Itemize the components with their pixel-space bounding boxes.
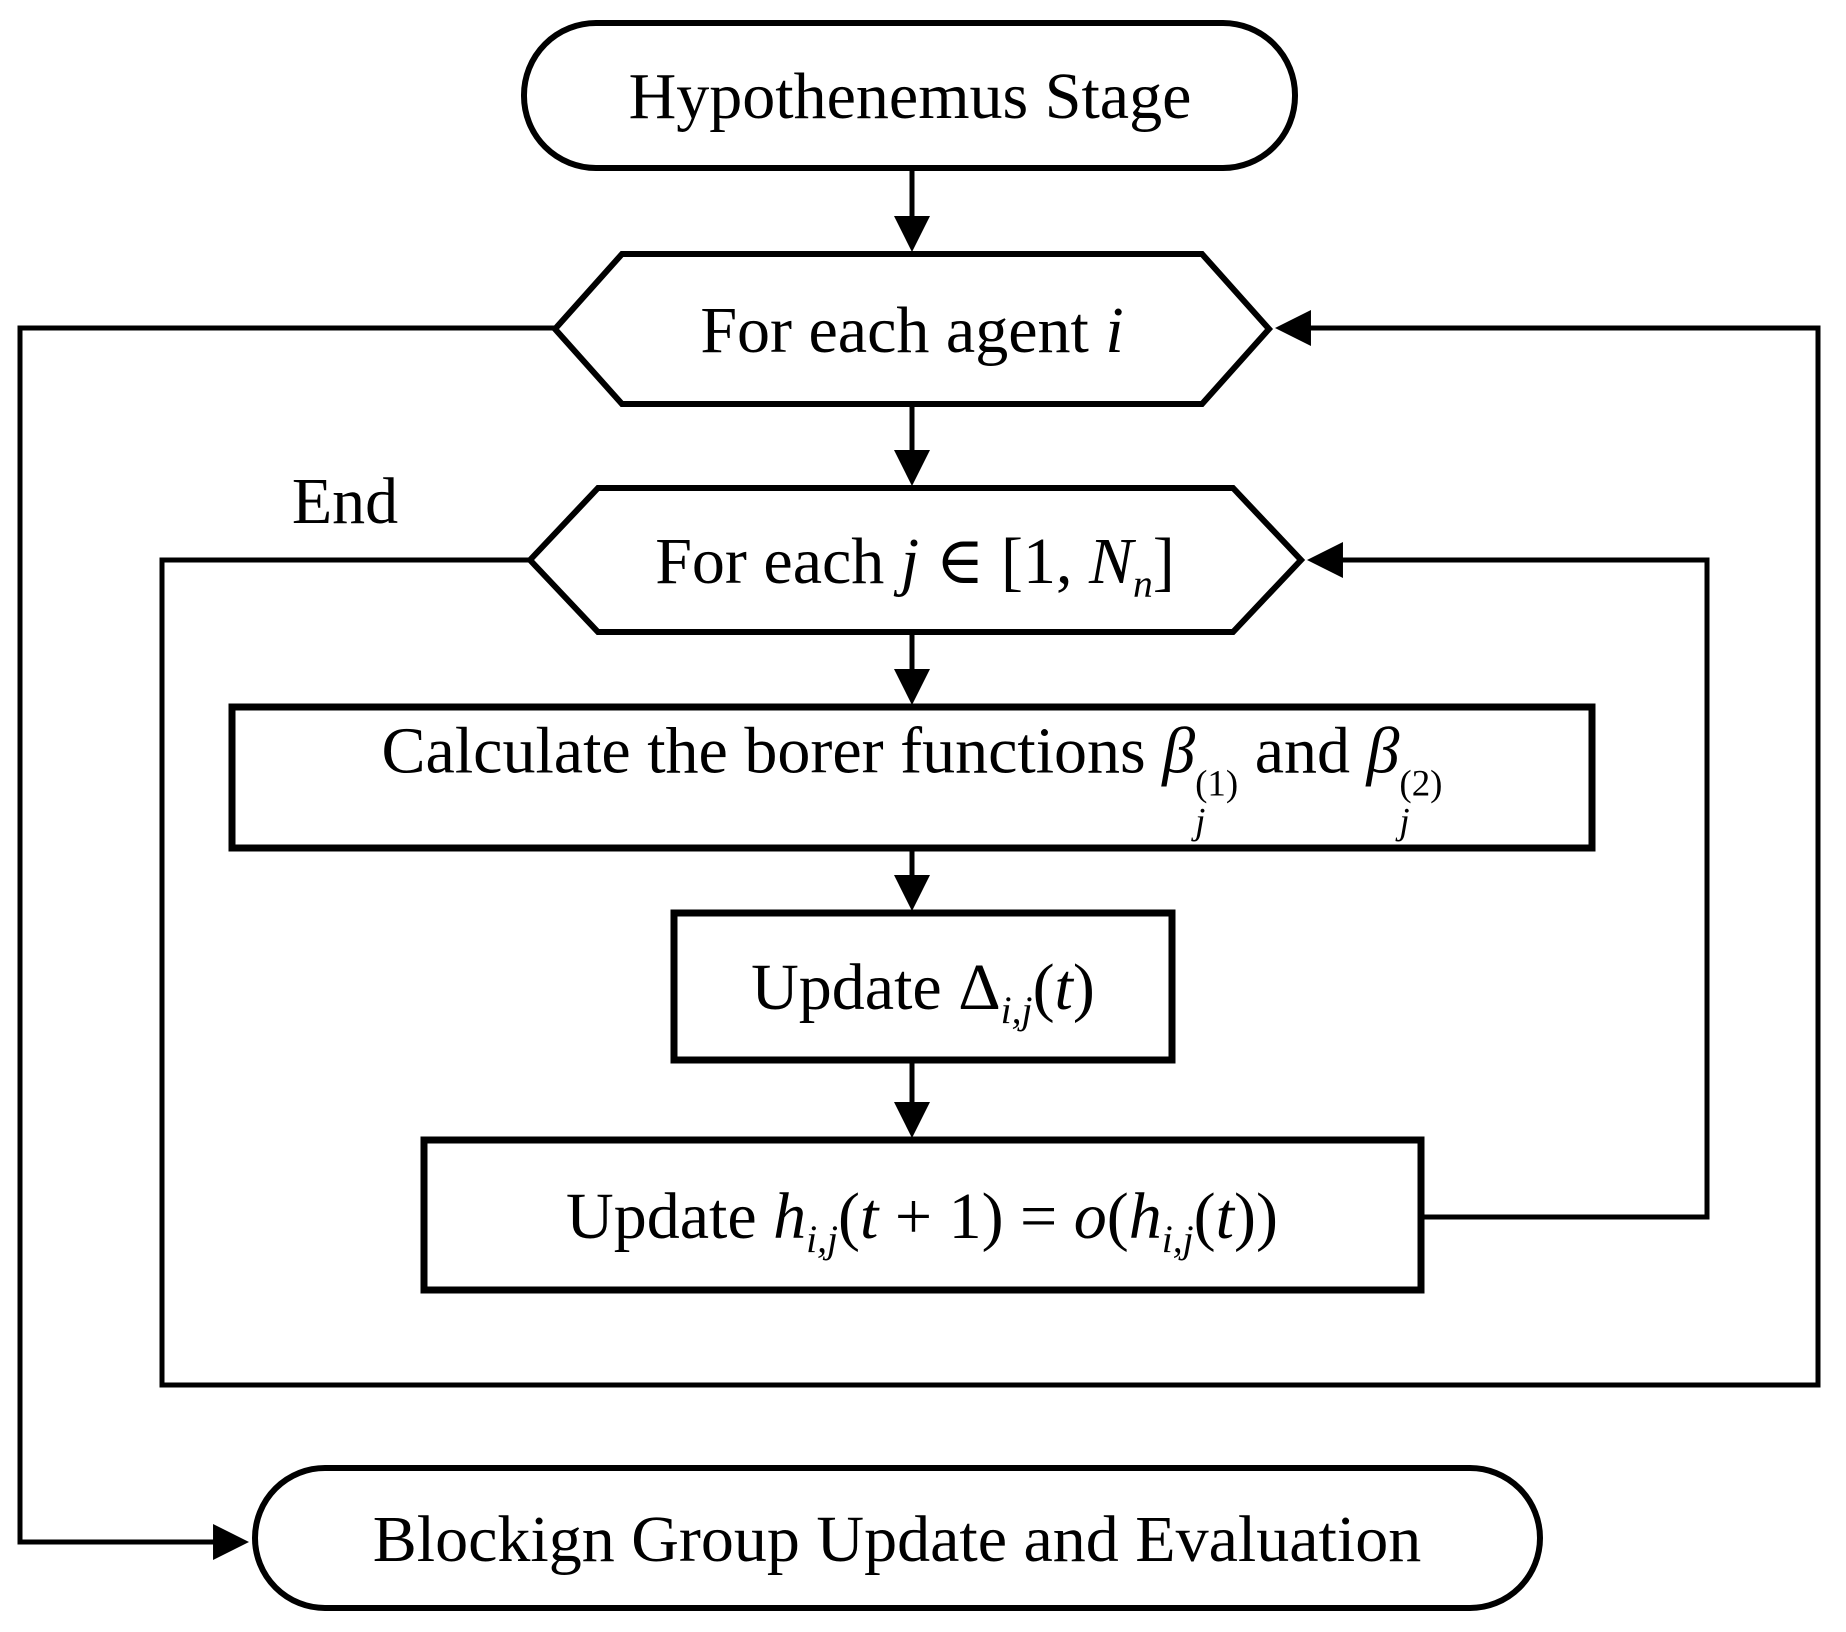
j-loop-label: For each j ∈ [1, Nn] xyxy=(655,529,1175,604)
end-stadium xyxy=(252,1465,1543,1611)
beta2-sub: j xyxy=(1399,799,1410,841)
start-label: Hypothenemus Stage xyxy=(629,64,1192,130)
delta-var-t: t xyxy=(1054,951,1073,1024)
beta2-symbol: β xyxy=(1366,714,1400,788)
beta1-scripts: (1)j xyxy=(1195,764,1238,839)
delta-paren-open: ( xyxy=(1032,951,1055,1024)
update-delta-text: Update xyxy=(751,951,959,1024)
update-h-text: Update xyxy=(566,1180,774,1253)
agent-loop-hexagon xyxy=(550,251,1274,407)
h1-sub-ij: i,j xyxy=(806,1217,839,1262)
end-branch-label: End xyxy=(292,469,398,535)
end-node-text: Blockign Group Update and Evaluation xyxy=(372,1503,1422,1576)
h-paren-close: )) xyxy=(1233,1180,1278,1253)
h1-symbol: h xyxy=(773,1180,807,1253)
j-loop-var-N: N xyxy=(1088,525,1134,598)
h-paren1: ( xyxy=(838,1180,861,1253)
delta-symbol: Δ xyxy=(958,951,1001,1024)
h-var-t1: t xyxy=(860,1180,879,1253)
j-loop-interval-open: ∈ [1, xyxy=(919,525,1089,598)
calc-borer-label: Calculate the borer functions β(1)j and … xyxy=(382,718,1443,839)
j-loop-sub-n: n xyxy=(1133,562,1153,607)
beta2-sup: (2) xyxy=(1399,762,1443,804)
j-loop-var-j: j xyxy=(900,525,920,598)
h-var-t2: t xyxy=(1215,1180,1234,1253)
o-symbol: o xyxy=(1073,1180,1107,1253)
update-h-label: Update hi,j(t + 1) = o(hi,j(t)) xyxy=(566,1184,1278,1259)
h-plus-equals: + 1) = xyxy=(878,1180,1074,1253)
beta1-sup: (1) xyxy=(1195,762,1239,804)
h2-symbol: h xyxy=(1128,1180,1162,1253)
delta-sub-ij: i,j xyxy=(1000,988,1033,1033)
start-label-text: Hypothenemus Stage xyxy=(628,60,1192,133)
agent-loop-label: For each agent i xyxy=(700,298,1123,364)
j-loop-interval-close: ] xyxy=(1152,525,1175,598)
end-path-connector xyxy=(17,325,555,1560)
j-loop-text: For each xyxy=(655,525,901,598)
update-delta-box xyxy=(670,909,1176,1064)
agent-loop-var-i: i xyxy=(1105,294,1124,367)
h-paren3: ( xyxy=(1193,1180,1216,1253)
end-node-label: Blockign Group Update and Evaluation xyxy=(373,1507,1421,1573)
beta1-sub: j xyxy=(1195,799,1206,841)
beta2-scripts: (2)j xyxy=(1399,764,1442,839)
agent-loop-return-connector xyxy=(159,310,1821,1388)
h2-sub-ij: i,j xyxy=(1161,1217,1194,1262)
update-delta-label: Update Δi,j(t) xyxy=(751,955,1095,1030)
calc-and-text: and xyxy=(1238,714,1367,788)
delta-paren-close: ) xyxy=(1072,951,1095,1024)
calc-text: Calculate the borer functions xyxy=(381,714,1163,788)
beta1-symbol: β xyxy=(1162,714,1196,788)
j-loop-hexagon xyxy=(525,485,1306,635)
end-branch-text: End xyxy=(291,465,399,538)
j-loop-return-connector xyxy=(1306,542,1710,1220)
h-paren2: ( xyxy=(1106,1180,1129,1253)
agent-loop-text: For each agent xyxy=(700,294,1106,367)
